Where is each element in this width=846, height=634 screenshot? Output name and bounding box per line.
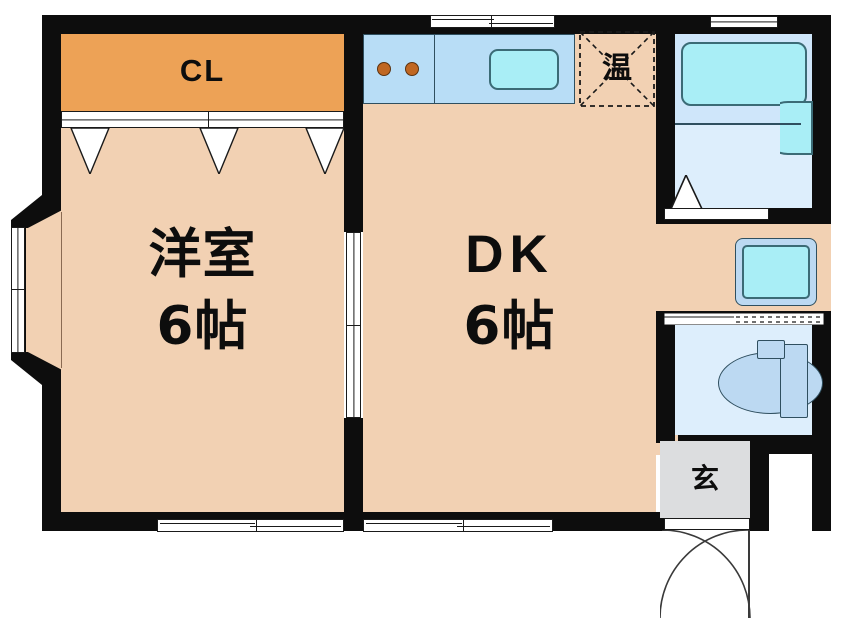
entrance-door-arc bbox=[660, 530, 751, 619]
entrance-threshold bbox=[664, 518, 750, 530]
water-heater-box bbox=[579, 31, 655, 107]
bath-window[interactable] bbox=[710, 16, 778, 28]
wall-west-lower bbox=[42, 368, 61, 531]
toilet-tank-lid bbox=[757, 340, 785, 359]
sliding-window-room[interactable] bbox=[157, 519, 344, 532]
dk-label: DK bbox=[465, 225, 554, 284]
wall-partition-bottom bbox=[344, 418, 363, 531]
bay-alcove-chamfer bbox=[26, 208, 66, 372]
wall-dk-east-upper bbox=[656, 15, 675, 228]
closet-label: CL bbox=[179, 53, 226, 88]
dk-size: 6帖 bbox=[463, 296, 556, 357]
bathtub bbox=[681, 42, 807, 106]
sliding-window-dk[interactable] bbox=[363, 519, 553, 532]
closet-door-track[interactable] bbox=[61, 111, 344, 128]
wall-genkan-east bbox=[750, 435, 769, 531]
toilet-door-sill bbox=[664, 313, 824, 325]
kitchen-counter bbox=[363, 34, 575, 104]
kitchen-sink bbox=[489, 49, 559, 90]
bay-alcove-line bbox=[61, 212, 63, 368]
kitchen-window[interactable] bbox=[430, 15, 555, 28]
wall-dk-east-lower bbox=[656, 313, 675, 443]
bath-divider bbox=[675, 123, 801, 125]
genkan-label: 玄 bbox=[690, 462, 719, 495]
closet-folding-doors[interactable] bbox=[61, 128, 344, 174]
wall-partition-top bbox=[344, 15, 363, 232]
genkan-floor bbox=[660, 441, 750, 518]
closet-floor bbox=[61, 34, 344, 111]
washing-machine-inner bbox=[742, 245, 810, 299]
bathroom-threshold bbox=[664, 208, 769, 220]
dk-floor bbox=[363, 34, 656, 512]
vanity-sink bbox=[780, 101, 813, 155]
wall-west-upper bbox=[42, 15, 61, 213]
western-room-size: 6帖 bbox=[156, 296, 249, 357]
stove-burner-left bbox=[377, 62, 391, 76]
entrance-door-leaf[interactable] bbox=[748, 530, 750, 618]
water-heater-label: 温 bbox=[602, 51, 632, 86]
bathroom-door[interactable] bbox=[668, 175, 712, 209]
stove-unit bbox=[363, 34, 435, 104]
western-room-label: 洋室 bbox=[148, 224, 257, 285]
stove-burner-right bbox=[405, 62, 419, 76]
